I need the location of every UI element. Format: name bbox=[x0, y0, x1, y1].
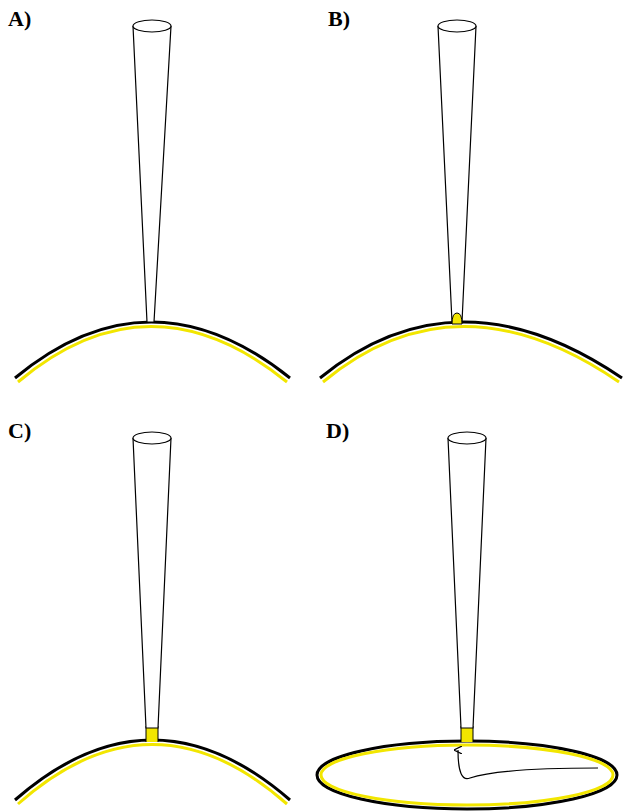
panel-c bbox=[15, 432, 290, 804]
membrane-inner bbox=[321, 745, 613, 805]
panel-label: D) bbox=[326, 420, 349, 442]
membrane bbox=[15, 322, 290, 378]
panel-b bbox=[320, 20, 622, 382]
pipette-opening bbox=[133, 20, 171, 32]
membrane bbox=[15, 740, 290, 800]
pipette-opening bbox=[133, 432, 171, 444]
panel-label: C) bbox=[8, 420, 31, 442]
pipette bbox=[448, 438, 486, 728]
pipette bbox=[133, 26, 171, 322]
pipette-opening bbox=[448, 432, 486, 444]
panel-label: B) bbox=[328, 8, 350, 30]
membrane bbox=[320, 322, 622, 378]
membrane-bleb bbox=[452, 313, 462, 324]
pipette-opening bbox=[438, 20, 476, 32]
membrane-inner bbox=[323, 327, 619, 383]
panel-d bbox=[317, 432, 617, 809]
panel-label: A) bbox=[8, 8, 31, 30]
suction-arrow bbox=[458, 750, 598, 779]
pipette bbox=[438, 26, 476, 322]
membrane-inner bbox=[18, 745, 287, 805]
cell-membrane bbox=[317, 741, 617, 809]
membrane-inner bbox=[18, 327, 287, 383]
pipette bbox=[133, 438, 171, 728]
panel-a bbox=[15, 20, 290, 382]
